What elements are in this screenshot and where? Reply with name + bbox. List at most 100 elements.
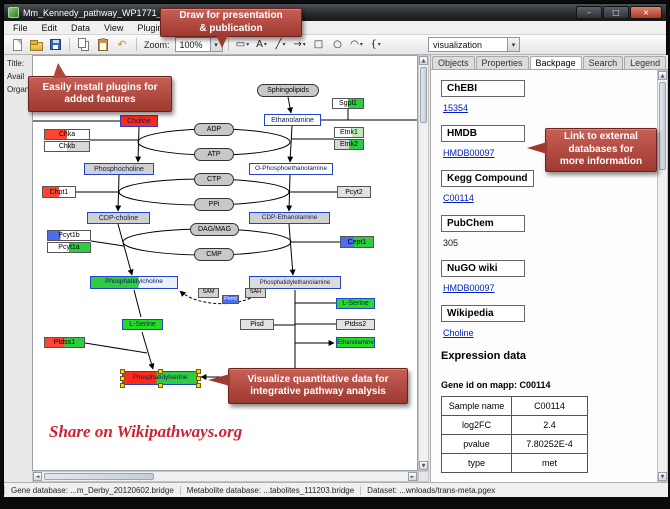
scroll-up-icon[interactable]: ▲ [419, 56, 428, 65]
arc-tool[interactable]: ◠▾ [348, 36, 366, 53]
undo-button[interactable]: ↶ [113, 36, 131, 53]
node-phosphatidylcholine[interactable]: Phosphatidylcholine [90, 276, 178, 289]
node-ctp[interactable]: CTP [194, 173, 234, 186]
node-etnk2[interactable]: Etnk2 [334, 139, 364, 150]
node-ppi[interactable]: PPi [194, 198, 234, 211]
backpage-link[interactable]: 15354 [443, 103, 469, 113]
scrollbar-thumb[interactable] [659, 82, 666, 170]
copy-button[interactable] [75, 36, 93, 53]
expression-cell: type [441, 453, 512, 473]
selection-handle[interactable] [158, 369, 163, 374]
arrow-tool[interactable]: →▾ [291, 36, 309, 53]
maximize-button[interactable]: □ [603, 6, 629, 19]
tab-backpage[interactable]: Backpage [529, 56, 582, 69]
selection-handle[interactable] [158, 383, 163, 388]
node-atp[interactable]: ATP [194, 148, 234, 161]
close-button[interactable]: × [630, 6, 662, 19]
brace-tool[interactable]: {▾ [367, 36, 385, 53]
scroll-left-icon[interactable]: ◄ [33, 472, 42, 481]
scrollbar-thumb[interactable] [44, 473, 154, 480]
node-ethanolamine-top[interactable]: Ethanolamine [264, 114, 321, 126]
visualization-combo[interactable]: visualization ▾ [428, 37, 520, 52]
menu-plugins[interactable]: Plugins [137, 22, 167, 33]
backpage-link[interactable]: C00114 [443, 193, 474, 203]
node-phosphatidylethanolamine[interactable]: Phosphatidylethanolamine [249, 276, 341, 289]
selection-handle[interactable] [196, 369, 201, 374]
backpage-link[interactable]: HMDB00097 [443, 283, 495, 293]
backpage-link[interactable]: HMDB00097 [443, 148, 495, 158]
scroll-down-icon[interactable]: ▼ [419, 461, 428, 470]
node-chpt1[interactable]: Chpt1 [42, 186, 76, 198]
chevron-down-icon[interactable]: ▾ [507, 38, 519, 51]
node-ethanolamine-right[interactable]: Ethanolamine [336, 337, 375, 348]
datanode-tool[interactable]: ▭▾ [234, 36, 252, 53]
node-sam[interactable]: SAM [198, 288, 219, 298]
new-button[interactable] [8, 36, 26, 53]
selection-handle[interactable] [120, 369, 125, 374]
canvas-horizontal-scrollbar[interactable]: ◄ ► [32, 471, 418, 482]
node-ptdss2[interactable]: Ptdss2 [336, 319, 375, 330]
canvas-vertical-scrollbar[interactable]: ▲ ▼ [418, 55, 429, 471]
selection-handle[interactable] [196, 376, 201, 381]
node-etnk1[interactable]: Etnk1 [334, 127, 364, 138]
open-button[interactable] [27, 36, 45, 53]
scroll-up-icon[interactable]: ▲ [658, 71, 667, 80]
selection-handle[interactable] [120, 383, 125, 388]
node-pcyt2[interactable]: Pcyt2 [337, 186, 371, 198]
selection-handle[interactable] [120, 376, 125, 381]
selection-handle[interactable] [196, 383, 201, 388]
backpage-link[interactable]: Choline [443, 328, 474, 338]
tab-properties[interactable]: Properties [475, 56, 529, 69]
node-pemt[interactable]: Pemt [222, 295, 239, 304]
open-icon [29, 39, 43, 51]
node-o-phosphoethanolamine[interactable]: O-Phosphoethanolamine [249, 163, 333, 175]
minimize-button[interactable]: – [576, 6, 602, 19]
node-cdp-ethanolamine[interactable]: CDP-Ethanolamine [249, 212, 330, 224]
save-button[interactable] [46, 36, 64, 53]
scroll-right-icon[interactable]: ► [408, 472, 417, 481]
line-tool[interactable]: ╱▾ [272, 36, 290, 53]
scrollbar-thumb[interactable] [420, 67, 427, 123]
scrollbar-corner [418, 471, 429, 482]
metabolite-database-status: Metabolite database: ...tabolites_111203… [179, 485, 360, 495]
titlebar[interactable]: Mm_Kennedy_pathway_WP1771_45176.gp... – … [4, 4, 666, 21]
node-sphingolipids[interactable]: Sphingolipids [257, 84, 319, 97]
node-adp[interactable]: ADP [194, 123, 234, 136]
node-cdp-choline[interactable]: CDP-choline [87, 212, 150, 224]
menu-view[interactable]: View [104, 22, 124, 33]
menu-file[interactable]: File [13, 22, 28, 33]
node-choline[interactable]: Choline [120, 115, 158, 127]
menu-edit[interactable]: Edit [41, 22, 58, 33]
node-cmp[interactable]: CMP [194, 248, 234, 261]
rect-tool[interactable]: □ [310, 36, 328, 53]
menu-data[interactable]: Data [71, 22, 91, 33]
node-l-serine-left[interactable]: L-Serine [122, 319, 163, 330]
node-dag-mag[interactable]: DAG/MAG [190, 223, 239, 236]
node-pcyt1b[interactable]: Pcyt1b [47, 230, 91, 241]
zoom-label: Zoom: [144, 39, 170, 50]
scroll-down-icon[interactable]: ▼ [658, 472, 667, 481]
node-pcyt1a[interactable]: Pcyt1a [47, 242, 91, 253]
panel-vertical-scrollbar[interactable]: ▲ ▼ [657, 70, 668, 482]
node-phosphocholine[interactable]: Phosphocholine [84, 163, 154, 175]
node-chkb[interactable]: Chkb [44, 141, 90, 152]
backpage-header-chebi: ChEBI [441, 80, 525, 97]
node-pisd[interactable]: Pisd [240, 319, 274, 330]
tab-legend[interactable]: Legend [624, 56, 667, 69]
callout-visualize-text: Visualize quantitative data for integrat… [247, 373, 389, 398]
node-sgpl1[interactable]: Sgpl1 [332, 98, 364, 109]
node-chka[interactable]: Chka [44, 129, 90, 140]
node-cept1[interactable]: Cept1 [340, 236, 374, 248]
tab-search[interactable]: Search [582, 56, 624, 69]
node-sah[interactable]: SAH [245, 288, 266, 298]
node-l-serine-right[interactable]: L-Serine [336, 298, 375, 309]
tab-objects[interactable]: Objects [432, 56, 475, 69]
node-ptdss1[interactable]: Ptdss1 [44, 337, 85, 348]
node-phosphatidylserine[interactable]: Phosphatidylserine [120, 369, 201, 388]
paste-button[interactable] [94, 36, 112, 53]
backpage-header-kegg-compound: Kegg Compound [441, 170, 534, 187]
label-tool[interactable]: A▾ [253, 36, 271, 53]
ellipse-tool[interactable]: ○ [329, 36, 347, 53]
